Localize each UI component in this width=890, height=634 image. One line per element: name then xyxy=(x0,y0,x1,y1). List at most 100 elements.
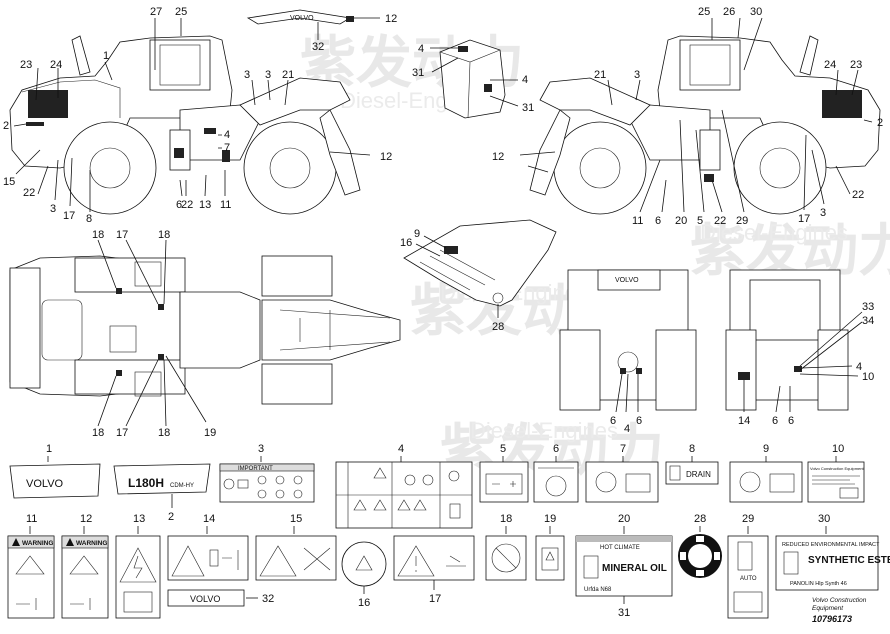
svg-text:33: 33 xyxy=(862,301,874,313)
svg-text:4: 4 xyxy=(224,129,230,141)
svg-text:6: 6 xyxy=(176,199,182,211)
svg-text:4: 4 xyxy=(522,74,528,86)
svg-text:25: 25 xyxy=(698,6,710,18)
svg-text:19: 19 xyxy=(204,427,216,439)
decal-number: 5 xyxy=(500,443,506,455)
brand-line-2: Equipment xyxy=(812,605,844,612)
svg-text:20: 20 xyxy=(675,215,687,227)
svg-text:21: 21 xyxy=(282,69,294,81)
decal-text: L180H xyxy=(128,476,164,490)
decal-number: 20 xyxy=(618,513,630,525)
svg-text:4: 4 xyxy=(856,361,862,373)
decal-number: 28 xyxy=(694,513,706,525)
svg-text:14: 14 xyxy=(738,415,750,427)
decal-19: 19 xyxy=(535,513,565,581)
svg-text:18: 18 xyxy=(158,229,170,241)
svg-text:5: 5 xyxy=(697,215,703,227)
decal-number: 11 xyxy=(26,513,37,525)
svg-text:17: 17 xyxy=(798,213,810,225)
decal-top-text: HOT CLIMATE xyxy=(600,545,640,551)
svg-text:23: 23 xyxy=(850,59,862,71)
decal-text: DRAIN xyxy=(686,470,711,479)
decal-5: 5 xyxy=(479,443,529,503)
decal-text: AUTO xyxy=(740,576,757,582)
decal-number: 4 xyxy=(398,443,404,455)
watermark-sub: Diesel-Engines xyxy=(700,220,848,245)
decal-text: IMPORTANT xyxy=(238,466,273,472)
svg-text:12: 12 xyxy=(492,151,504,163)
svg-text:3: 3 xyxy=(634,69,640,81)
decal-10: 10 Volvo Construction Equipment xyxy=(807,443,864,503)
svg-text:24: 24 xyxy=(50,59,62,71)
decal-28: 28 xyxy=(678,513,722,578)
decal-number: 9 xyxy=(763,443,769,455)
svg-text:6: 6 xyxy=(610,415,616,427)
brand-line-1: Volvo Construction xyxy=(812,597,867,604)
svg-text:3: 3 xyxy=(50,203,56,215)
svg-text:22: 22 xyxy=(181,199,193,211)
svg-text:3: 3 xyxy=(265,69,271,81)
decal-text: WARNING xyxy=(22,540,53,547)
decal-number: 6 xyxy=(553,443,559,455)
svg-text:27: 27 xyxy=(150,6,162,18)
decal-number: 12 xyxy=(80,513,92,525)
decal-bottom-text: Urfda N68 xyxy=(584,587,612,593)
svg-text:34: 34 xyxy=(862,315,874,327)
svg-text:25: 25 xyxy=(175,6,187,18)
footer: Volvo Construction Equipment 10796173 xyxy=(812,597,867,624)
decal-32: VOLVO 32 xyxy=(167,589,274,607)
svg-text:6: 6 xyxy=(636,415,642,427)
decal-20: 20 HOT CLIMATE MINERAL OIL Urfda N68 31 xyxy=(575,513,673,619)
decal-text: WARNING xyxy=(76,540,107,547)
svg-text:4: 4 xyxy=(624,423,630,435)
front-view: VOLVO 646 xyxy=(559,269,697,435)
decal-number: 14 xyxy=(203,513,215,525)
svg-text:11: 11 xyxy=(220,199,231,211)
decal-number: 31 xyxy=(618,607,630,619)
decal-number: 8 xyxy=(689,443,695,455)
svg-text:13: 13 xyxy=(199,199,211,211)
decal-12: 12 WARNING xyxy=(61,513,109,619)
decal-text: SYNTHETIC ESTER xyxy=(808,555,890,566)
svg-text:22: 22 xyxy=(714,215,726,227)
decal-6: 6 xyxy=(533,443,579,503)
decal-number: 29 xyxy=(742,513,754,525)
decal-15: 15 xyxy=(255,513,337,581)
decal-7: 7 xyxy=(585,443,659,503)
decal-bottom-text: PANOLIN Hlp Synth 46 xyxy=(790,581,847,587)
svg-text:22: 22 xyxy=(23,187,35,199)
svg-text:2: 2 xyxy=(3,120,9,132)
svg-text:18: 18 xyxy=(158,427,170,439)
decal-17: 17 xyxy=(393,535,475,605)
decal-text: MINERAL OIL xyxy=(602,563,667,574)
decal-13: 13 xyxy=(115,513,161,619)
decal-number: 7 xyxy=(620,443,626,455)
svg-text:18: 18 xyxy=(92,229,104,241)
decal-legend: 1 VOLVO L180H CDM-HY 2 3 IMPORTANT xyxy=(7,443,890,619)
decal-number: 17 xyxy=(429,593,441,605)
svg-text:30: 30 xyxy=(750,6,762,18)
front-brand: VOLVO xyxy=(615,277,639,284)
decal-text: VOLVO xyxy=(190,594,220,604)
decal-4: 4 xyxy=(335,443,473,529)
decal-number: 1 xyxy=(46,443,52,455)
svg-text:3: 3 xyxy=(244,69,250,81)
svg-text:21: 21 xyxy=(594,69,606,81)
drawing-number: 10796173 xyxy=(812,614,852,624)
svg-text:3: 3 xyxy=(820,207,826,219)
decal-number: 13 xyxy=(133,513,145,525)
svg-text:23: 23 xyxy=(20,59,32,71)
svg-text:28: 28 xyxy=(492,321,504,333)
decal-16: 16 xyxy=(341,541,387,609)
decal-number: 19 xyxy=(544,513,556,525)
svg-text:31: 31 xyxy=(412,67,424,79)
decal-3: 3 IMPORTANT xyxy=(219,443,315,503)
decal-subtext: CDM-HY xyxy=(170,483,194,489)
decal-14: 14 xyxy=(167,513,249,581)
